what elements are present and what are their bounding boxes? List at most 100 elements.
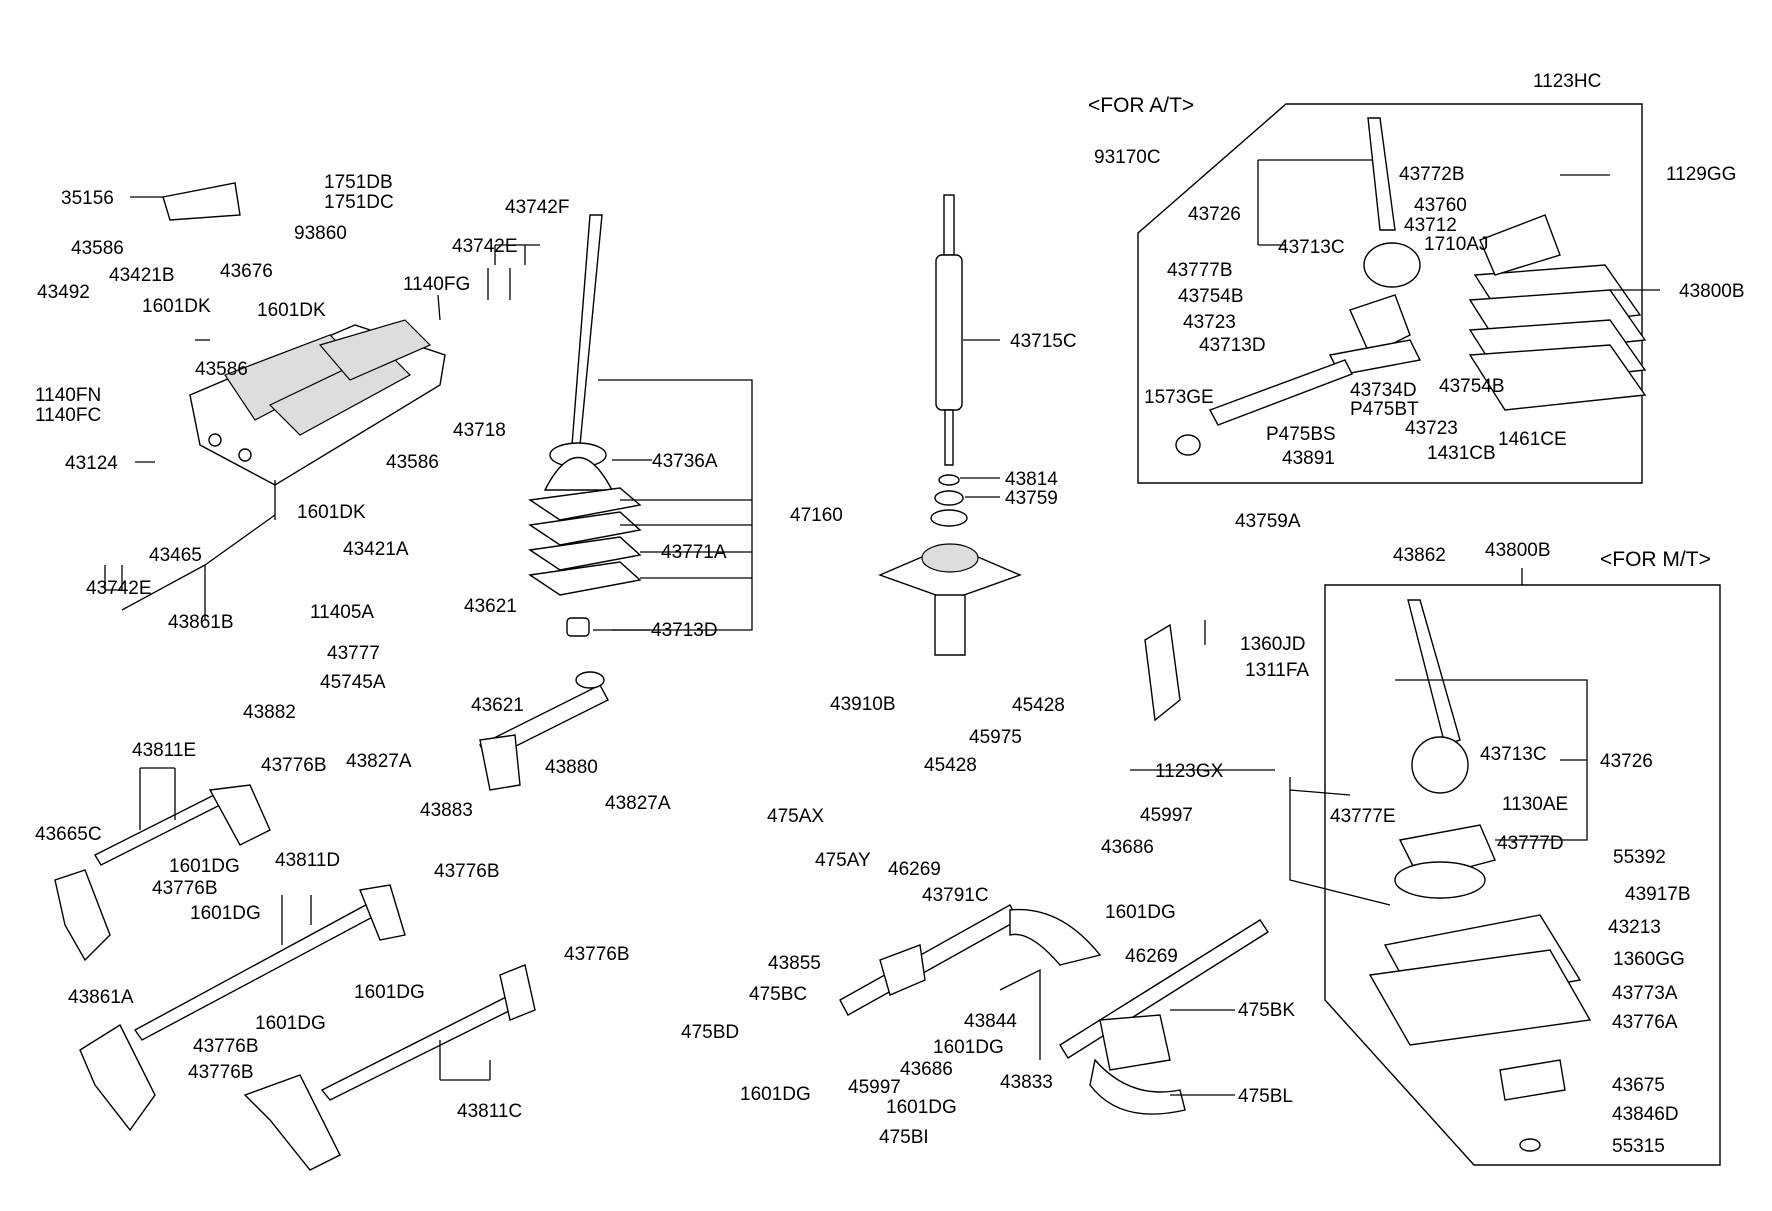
part-label: 1601DG xyxy=(886,1097,957,1118)
part-label: 1573GE xyxy=(1144,387,1214,408)
part-label: 43754B xyxy=(1178,286,1244,307)
part-label: 43621 xyxy=(471,695,524,716)
part-label: 43827A xyxy=(605,793,671,814)
part-label: 43726 xyxy=(1188,204,1241,225)
part-label: 43773A xyxy=(1612,983,1678,1004)
part-label: 43665C xyxy=(35,824,102,845)
part-label: 45745A xyxy=(320,672,386,693)
part-label: 1601DG xyxy=(190,903,261,924)
part-label: 43791C xyxy=(922,885,989,906)
part-label: 475AY xyxy=(815,850,871,871)
part-label: 43675 xyxy=(1612,1075,1665,1096)
part-label: 1431CB xyxy=(1427,443,1496,464)
part-label: 1601DG xyxy=(169,856,240,877)
part-label: 43827A xyxy=(346,751,412,772)
part-label: 1601DG xyxy=(933,1037,1004,1058)
part-label: 43586 xyxy=(71,238,124,259)
part-label: 46269 xyxy=(888,859,941,880)
part-label: 43742F xyxy=(505,197,569,218)
part-label: 1140FN xyxy=(35,385,101,406)
part-label: 43861B xyxy=(168,612,234,633)
part-label: 43686 xyxy=(900,1059,953,1080)
part-label: 43712 xyxy=(1404,215,1457,236)
part-label: 1360JD xyxy=(1240,634,1306,655)
part-label: 43686 xyxy=(1101,837,1154,858)
part-label: 1130AE xyxy=(1502,794,1568,815)
part-label: 1311FA xyxy=(1245,660,1309,681)
part-label: 43844 xyxy=(964,1011,1017,1032)
part-label: 43917B xyxy=(1625,884,1691,905)
part-label: 43776B xyxy=(188,1062,254,1083)
part-label: 43713D xyxy=(1199,335,1266,356)
part-label: 43811E xyxy=(132,740,196,761)
part-label: 43715C xyxy=(1010,331,1077,352)
at-section-frame xyxy=(1137,103,1643,484)
part-label: 475BL xyxy=(1238,1086,1293,1107)
part-label: 43811C xyxy=(457,1101,522,1122)
part-label: 1601DG xyxy=(1105,902,1176,923)
part-label: 43718 xyxy=(453,420,506,441)
part-label: 43771A xyxy=(661,542,727,563)
part-label: 43882 xyxy=(243,702,296,723)
part-label: 46269 xyxy=(1125,946,1178,967)
part-label: 43676 xyxy=(220,261,273,282)
part-label: 43772B xyxy=(1399,164,1465,185)
part-label: 43465 xyxy=(149,545,202,566)
part-label: 43880 xyxy=(545,757,598,778)
part-label: 43421A xyxy=(343,539,409,560)
for-at-section-title: <FOR A/T> xyxy=(1088,94,1194,117)
part-label: 43759 xyxy=(1005,488,1058,509)
part-label: 43776B xyxy=(193,1036,259,1057)
part-label: 43777B xyxy=(1167,260,1233,281)
shift-lever-43715c xyxy=(878,194,1022,656)
part-label: 43723 xyxy=(1183,312,1236,333)
select-lever-43880 xyxy=(479,671,609,791)
part-label: 1710AJ xyxy=(1424,234,1488,255)
part-label: 1129GG xyxy=(1666,164,1736,185)
part-label: 47160 xyxy=(790,505,843,526)
part-label: P475BT xyxy=(1350,399,1419,420)
part-label: 45428 xyxy=(1012,695,1065,716)
leader-lines xyxy=(104,159,1660,1096)
part-label: 43811D xyxy=(275,850,340,871)
for-mt-section-title: <FOR M/T> xyxy=(1600,548,1711,571)
part-label: 93860 xyxy=(294,223,347,244)
part-label: 1601DG xyxy=(255,1013,326,1034)
part-label: 45428 xyxy=(924,755,977,776)
part-label: 1140FC xyxy=(35,405,101,426)
shift-lever-47160-assembly xyxy=(528,214,642,637)
part-label: P475BS xyxy=(1266,424,1336,445)
part-label: 45997 xyxy=(848,1077,901,1098)
shaft-475bk-and-fork-475bl xyxy=(1059,919,1269,1115)
part-label: 43800B xyxy=(1485,540,1551,561)
part-label: 43776B xyxy=(152,878,218,899)
part-label: 43713D xyxy=(651,620,718,641)
part-label: 43754B xyxy=(1439,376,1505,397)
shift-rails-and-forks xyxy=(54,784,536,1171)
mt-section-frame xyxy=(1324,584,1721,1166)
mt-lever-and-plate xyxy=(1144,599,1592,1152)
part-label: 43421B xyxy=(109,265,175,286)
part-label: 475BI xyxy=(879,1127,929,1148)
part-label: 35156 xyxy=(61,188,114,209)
part-label: 43723 xyxy=(1405,418,1458,439)
part-label: 43777 xyxy=(327,643,380,664)
part-label: 55392 xyxy=(1613,847,1666,868)
part-label: 43910B xyxy=(830,694,896,715)
part-label: 45997 xyxy=(1140,805,1193,826)
part-label: 43586 xyxy=(195,359,248,380)
part-label: 55315 xyxy=(1612,1136,1665,1157)
part-label: 43861A xyxy=(68,987,134,1008)
part-label: 43814 xyxy=(1005,469,1058,490)
part-label: 43759A xyxy=(1235,511,1301,532)
part-label: 43891 xyxy=(1282,448,1335,469)
part-label: 475BK xyxy=(1238,1000,1295,1021)
part-label: 43124 xyxy=(65,453,118,474)
part-label: 1601DK xyxy=(142,296,211,317)
at-lever-and-cover xyxy=(1175,117,1647,456)
part-label: 43742E xyxy=(452,236,518,257)
part-label: 43883 xyxy=(420,800,473,821)
part-label: 1360GG xyxy=(1613,949,1685,970)
part-label: 43776B xyxy=(434,861,500,882)
